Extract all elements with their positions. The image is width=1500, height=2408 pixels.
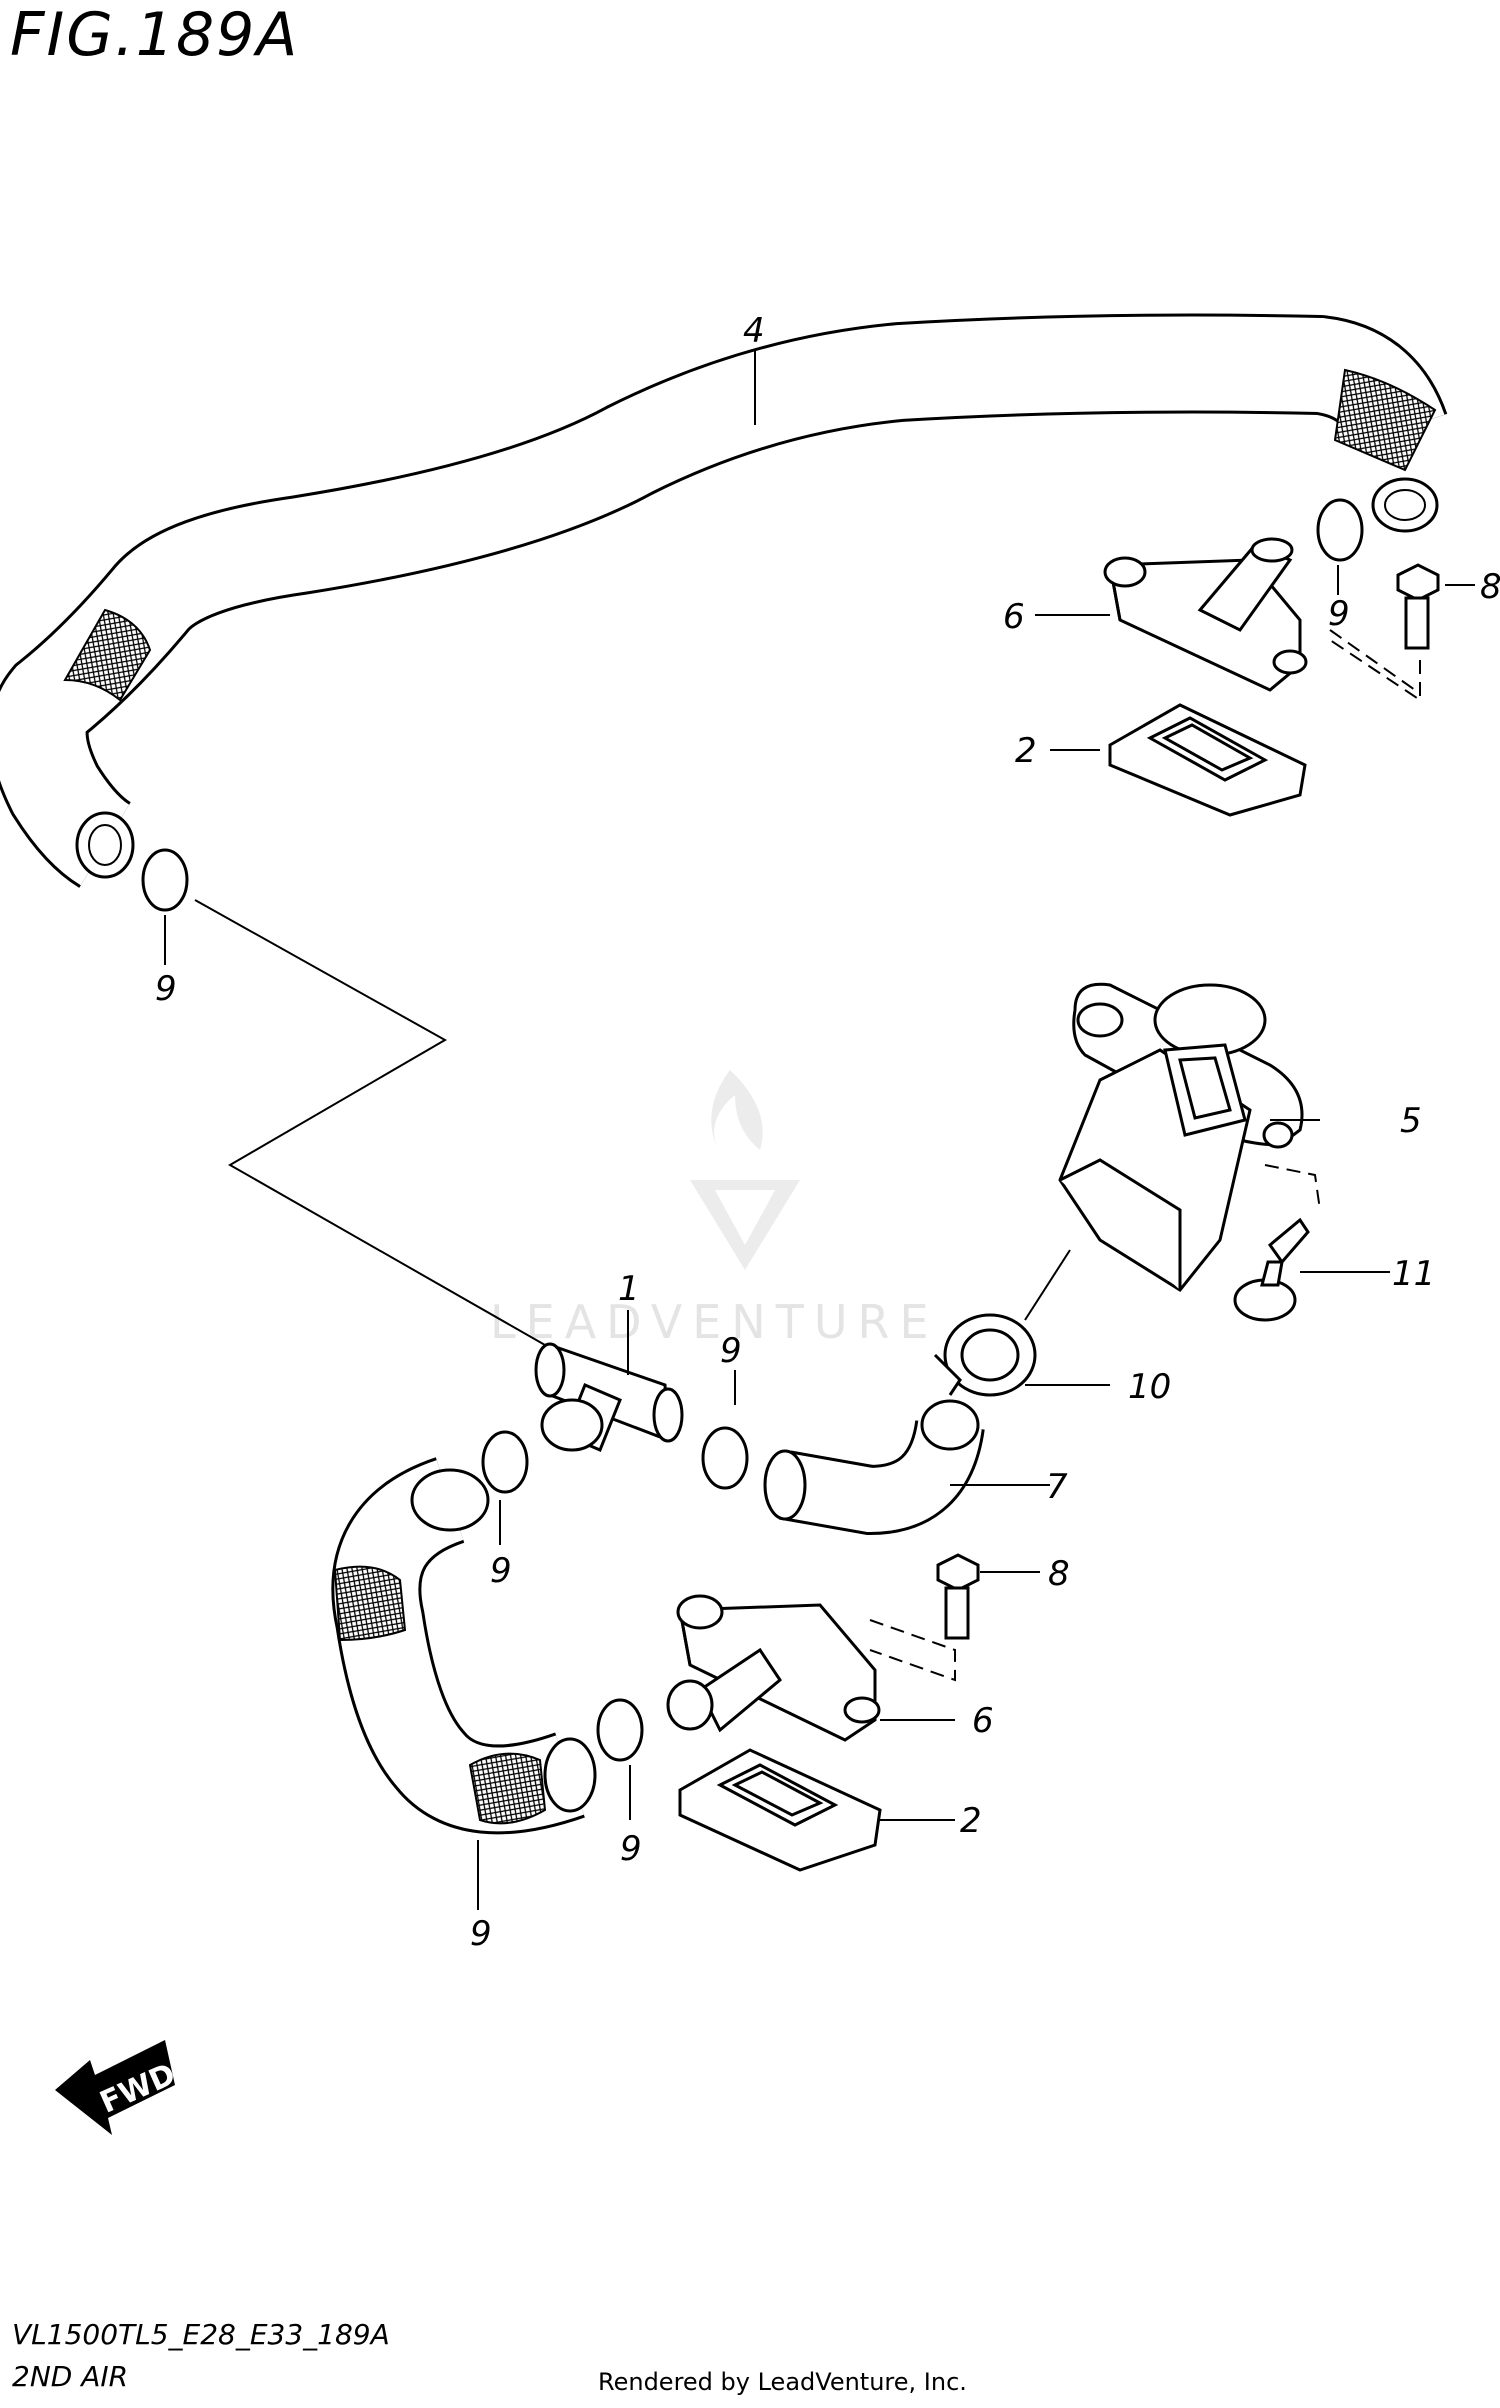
reed-valve-cover-upper xyxy=(1103,537,1308,692)
callout-9-left: 9 xyxy=(155,969,177,1009)
hose-clamp-part-10 xyxy=(933,1313,1037,1397)
callout-1: 1 xyxy=(618,1269,640,1309)
leadventure-watermark: LEADVENTURE xyxy=(490,1070,939,1349)
connector-lines xyxy=(164,350,1475,1910)
hose-part-3 xyxy=(331,1457,585,1835)
reed-valve-lower xyxy=(678,1748,882,1872)
callout-4: 4 xyxy=(743,311,765,351)
callout-3: 9 xyxy=(470,1914,492,1954)
t-joint-part-1 xyxy=(534,1342,684,1452)
callout-9-tjoint-right: 9 xyxy=(720,1331,742,1371)
screw-part-11 xyxy=(1233,1217,1310,1322)
bolt-part-8-lower xyxy=(936,1553,980,1640)
reed-valve-upper xyxy=(1108,703,1307,817)
model-code: VL1500TL5_E28_E33_189A xyxy=(12,2318,390,2351)
clamp-rings xyxy=(141,498,1364,1762)
section-name: 2ND AIR xyxy=(12,2360,129,2393)
callout-9-lower: 9 xyxy=(620,1829,642,1869)
air-valve-part-5 xyxy=(1058,982,1304,1292)
hose-part-4 xyxy=(0,313,1448,888)
figure-title: FIG.189A xyxy=(10,0,300,70)
callout-2-upper: 2 xyxy=(1015,731,1037,771)
callout-6-upper: 6 xyxy=(1003,597,1025,637)
callout-2-lower: 2 xyxy=(960,1801,982,1841)
hose-4-mesh-sleeve-left xyxy=(63,608,152,702)
fwd-arrow: FWD xyxy=(55,2040,181,2135)
watermark-text: LEADVENTURE xyxy=(490,1295,939,1349)
callout-6-lower: 6 xyxy=(972,1701,994,1741)
callout-8-lower: 8 xyxy=(1048,1554,1070,1594)
bolt-part-8-upper xyxy=(1396,563,1440,650)
callout-7: 7 xyxy=(1046,1467,1068,1507)
callout-9-upper: 9 xyxy=(1328,594,1350,634)
callout-5: 5 xyxy=(1400,1101,1422,1141)
callout-8-upper: 8 xyxy=(1480,567,1500,607)
hose-4-mesh-sleeve-right xyxy=(1333,368,1437,472)
part-callouts: 4 6 9 8 2 9 5 11 1 9 10 9 7 9 8 6 2 9 3 xyxy=(155,311,1500,1954)
callout-11: 11 xyxy=(1392,1254,1435,1294)
hose-3-mesh-sleeve-upper xyxy=(333,1565,407,1642)
callout-10: 10 xyxy=(1128,1367,1171,1407)
hose-3-mesh-sleeve-lower xyxy=(468,1752,547,1825)
render-credit: Rendered by LeadVenture, Inc. xyxy=(598,2368,967,2396)
reed-valve-cover-lower xyxy=(666,1594,881,1742)
callout-9-tjoint-left: 9 xyxy=(490,1551,512,1591)
